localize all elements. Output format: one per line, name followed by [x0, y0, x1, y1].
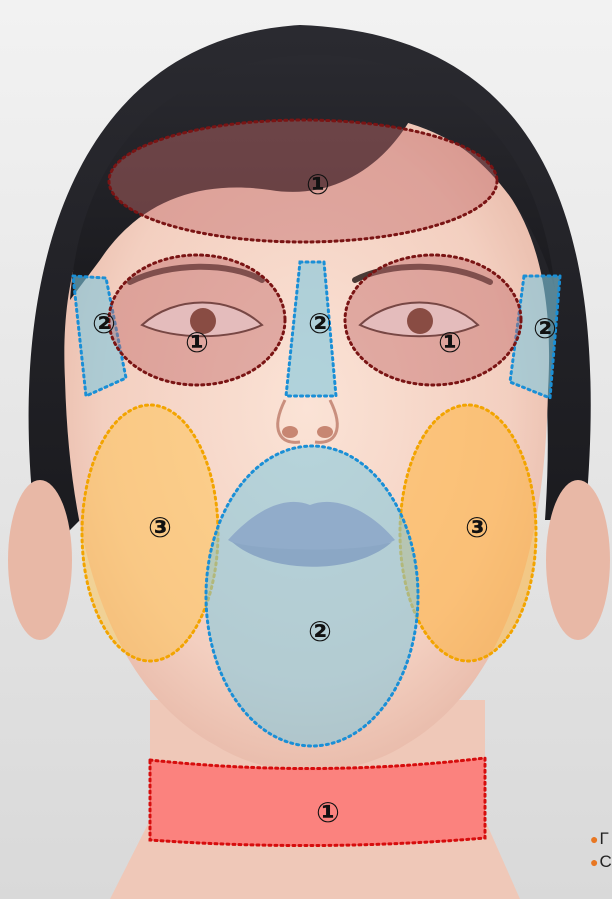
nostril-right: [317, 426, 333, 438]
label-left-temple: ②: [92, 307, 116, 340]
label-forehead: ①: [306, 168, 330, 201]
label-mouth-chin: ②: [308, 615, 332, 648]
left-ear: [8, 480, 72, 640]
zone-mouth-chin: [206, 446, 418, 746]
bullet-icon: ●: [590, 854, 598, 870]
legend-line-1: ●Г: [590, 829, 609, 849]
zone-left-eye: [109, 255, 285, 385]
label-left-eye: ①: [185, 326, 209, 359]
legend-text-2: C: [599, 852, 611, 871]
nostril-left: [282, 426, 298, 438]
label-right-cheek: ③: [465, 511, 489, 544]
label-right-eye: ①: [438, 326, 462, 359]
zone-forehead: [109, 120, 497, 242]
label-nose: ②: [308, 307, 332, 340]
legend-line-2: ●C: [590, 852, 612, 872]
right-ear: [546, 480, 610, 640]
legend-text-1: Г: [599, 829, 608, 848]
label-left-cheek: ③: [148, 511, 172, 544]
label-neck: ①: [316, 796, 340, 829]
zone-right-eye: [345, 255, 521, 385]
label-right-temple: ②: [533, 312, 557, 345]
bullet-icon: ●: [590, 831, 598, 847]
